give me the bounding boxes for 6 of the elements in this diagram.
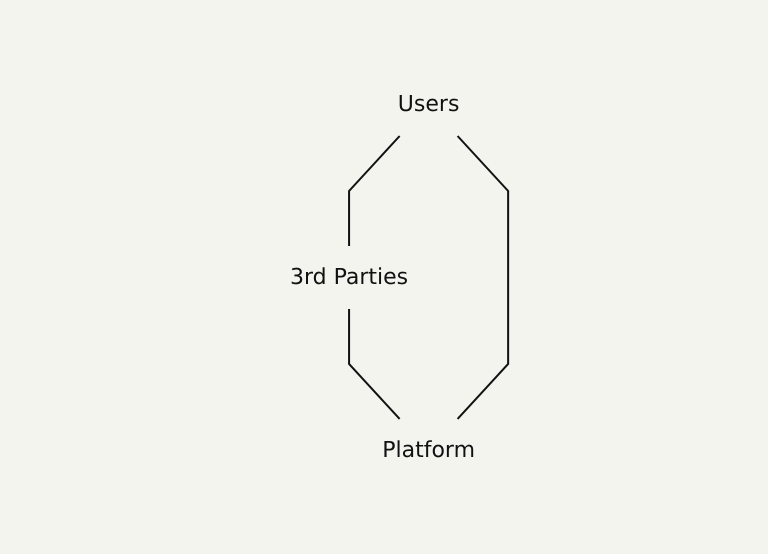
connector bbox=[348, 308, 400, 420]
node-text: Platform bbox=[382, 437, 475, 462]
node-text: Users bbox=[398, 92, 460, 117]
connector bbox=[348, 134, 400, 246]
node-text: 3rd Parties bbox=[290, 264, 408, 290]
connector bbox=[456, 134, 510, 420]
